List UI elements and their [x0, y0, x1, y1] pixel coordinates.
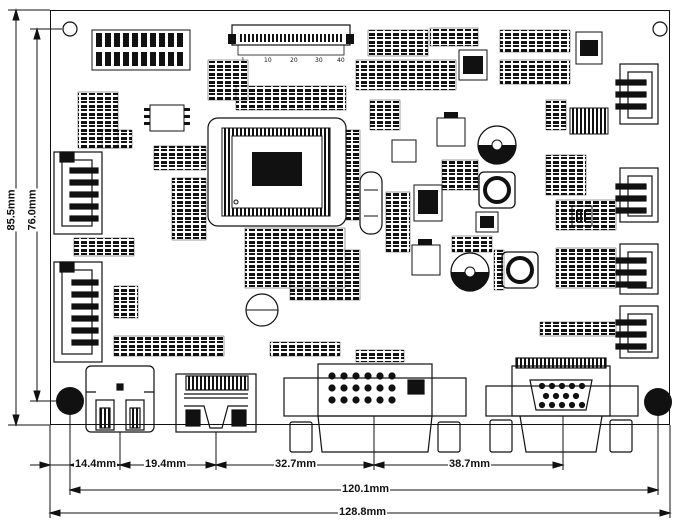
dimension-hole-spacing-vertical: 76.0mm — [26, 188, 39, 232]
dimension-vga-offset: 38.7mm — [448, 458, 491, 470]
crystal-oscillator — [359, 171, 383, 235]
usb-connector — [85, 365, 155, 433]
right-connector-4 — [615, 305, 659, 359]
left-connector-upper — [53, 151, 103, 235]
dimension-overall-height: 85.5mm — [5, 188, 18, 232]
main-qfp-chip — [207, 117, 347, 227]
hdmi-connector — [175, 373, 257, 433]
smd-clusters — [73, 27, 617, 363]
inductor-1 — [478, 171, 516, 209]
small-ic-soic — [144, 104, 190, 132]
mosfet-right — [458, 49, 488, 81]
dimension-hole-spacing-horizontal: 120.1mm — [341, 483, 391, 495]
fpc-pin-30: 30 — [315, 57, 323, 64]
mounting-hole-top-left — [62, 21, 78, 37]
left-connector-lower — [53, 261, 103, 363]
dimension-overall-width: 128.8mm — [338, 506, 388, 518]
fpc-pin-10: 10 — [264, 57, 272, 64]
inductor-2 — [501, 251, 539, 289]
shunt-resistor — [569, 107, 609, 135]
vga-connector — [485, 357, 639, 453]
fpc-pin-40: 40 — [337, 57, 345, 64]
small-ics-right — [475, 205, 593, 233]
dimension-dvi-offset: 32.7mm — [274, 458, 317, 470]
mosfet-middle — [413, 184, 443, 222]
right-connector-1 — [615, 63, 659, 125]
fpc-pin-20: 20 — [290, 57, 298, 64]
mounting-hole-top-right — [652, 21, 668, 37]
power-inductor-top — [575, 31, 603, 65]
right-connector-2 — [615, 167, 659, 223]
electrolytic-capacitor-1 — [477, 125, 517, 165]
pin-header-top-left — [91, 29, 191, 71]
fpc-connector-40pin: 1 10 20 30 40 — [228, 24, 354, 64]
dimension-usb-offset: 14.4mm — [74, 458, 117, 470]
regulator-ic — [391, 112, 466, 276]
dimension-hdmi-offset: 19.4mm — [144, 458, 187, 470]
test-pad-circle — [245, 293, 279, 327]
right-connector-3 — [615, 243, 659, 295]
electrolytic-capacitor-2 — [450, 252, 490, 292]
dvi-connector — [283, 363, 467, 453]
